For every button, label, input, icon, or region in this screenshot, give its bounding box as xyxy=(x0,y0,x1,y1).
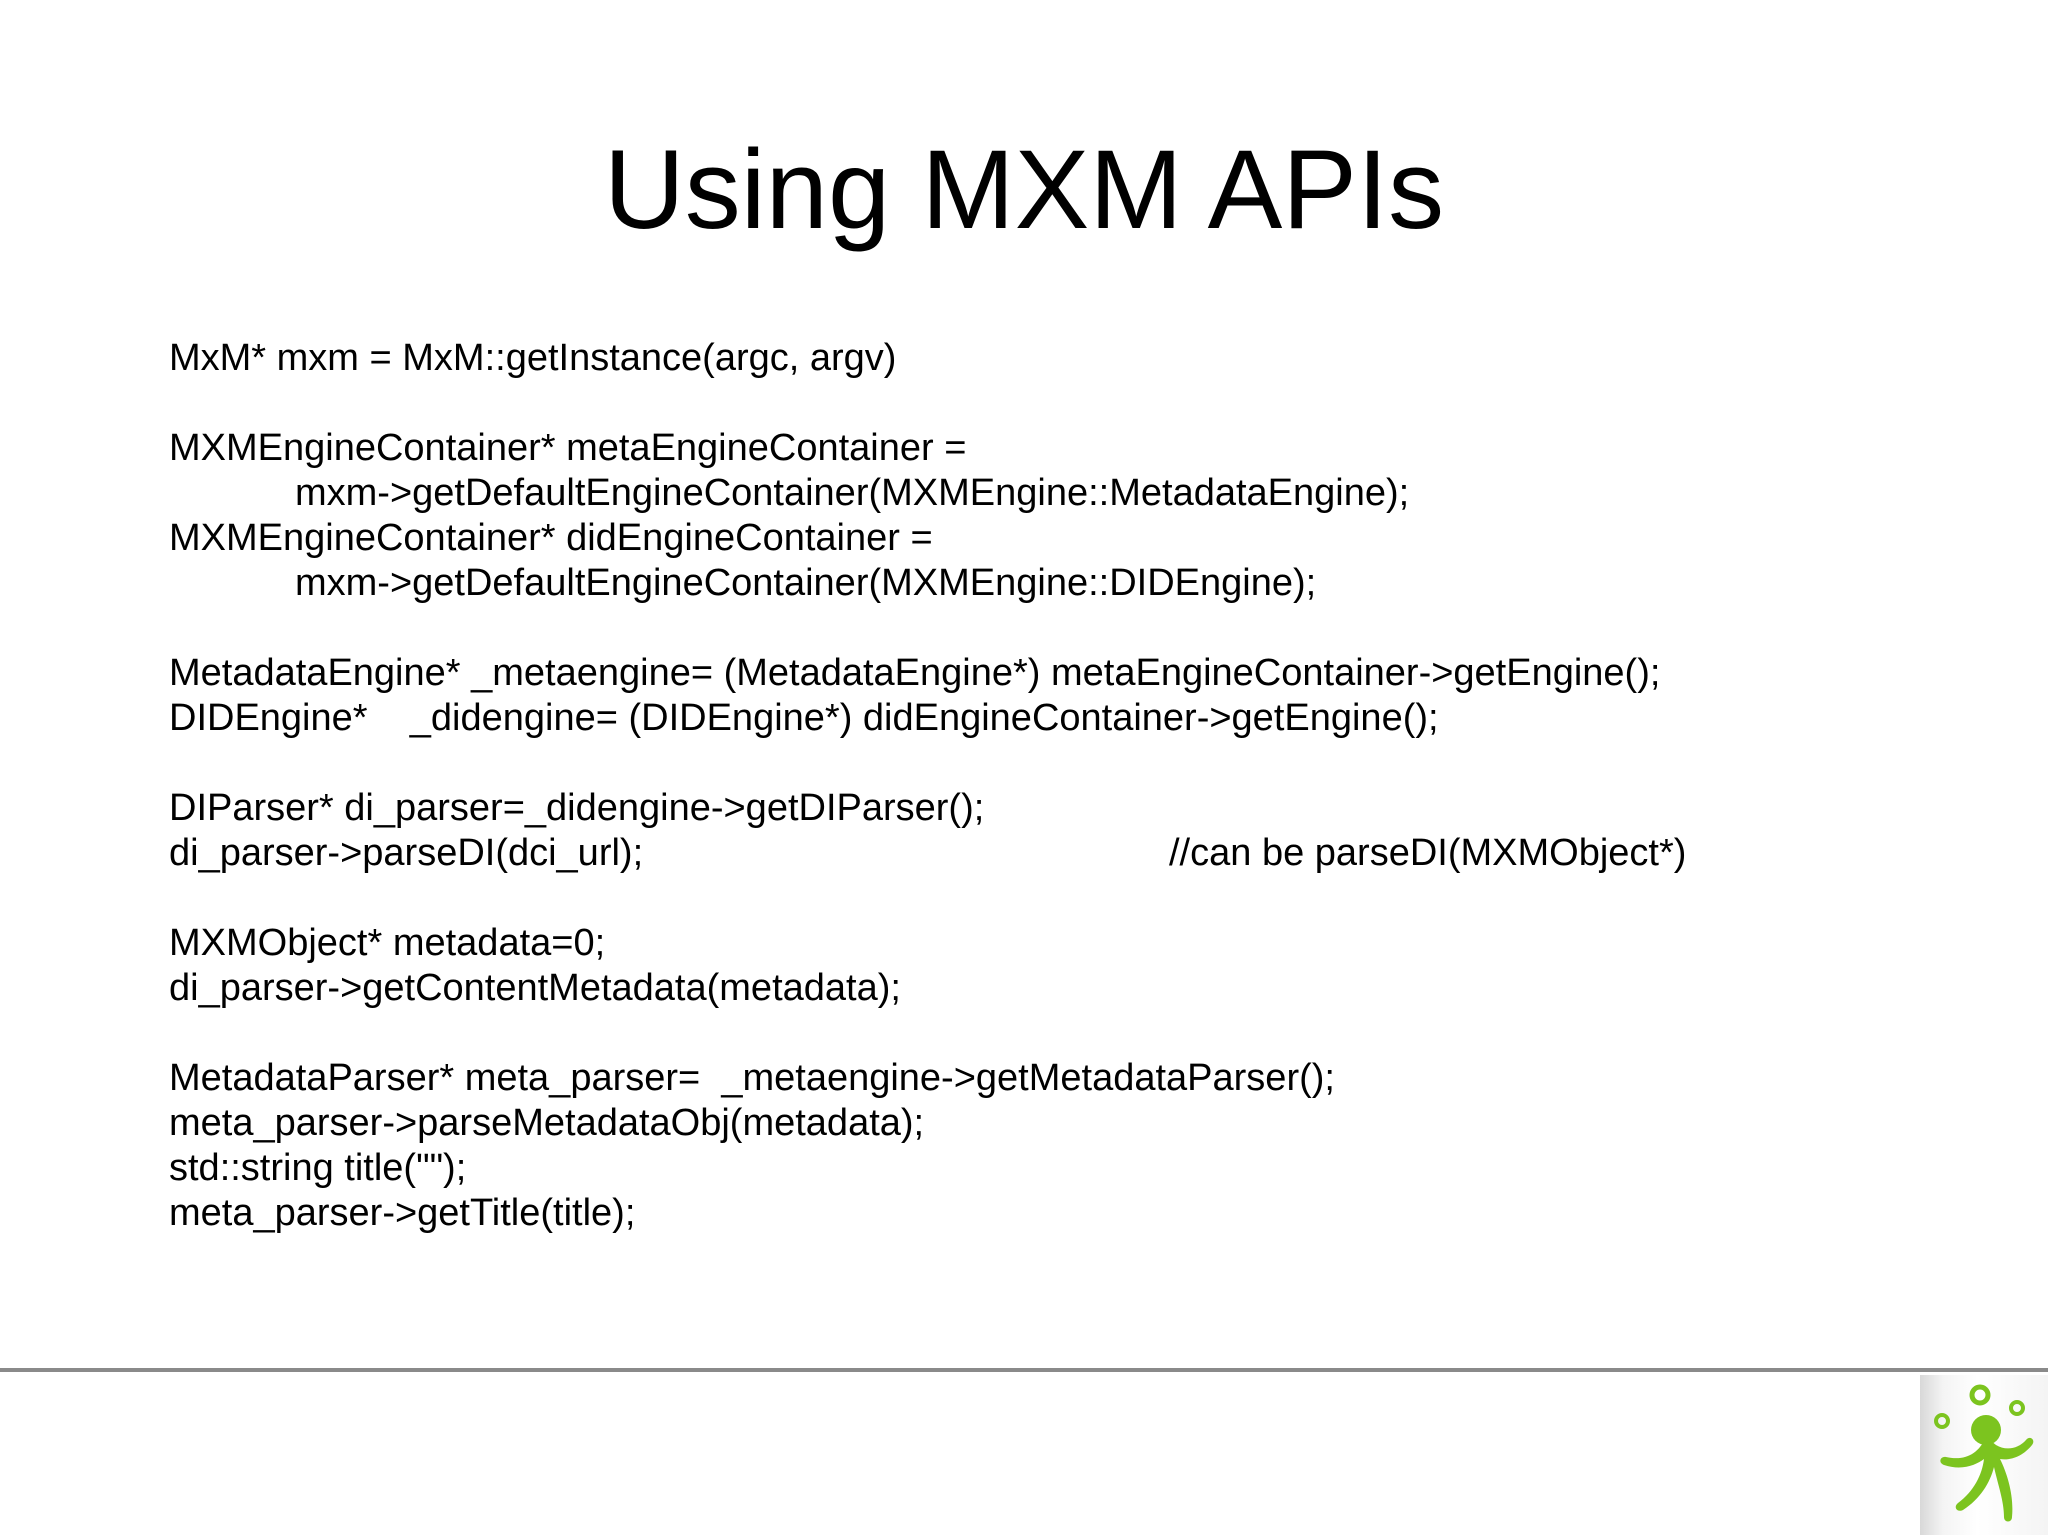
code-line: MxM* mxm = MxM::getInstance(argc, argv) xyxy=(169,336,1989,381)
code-line: MXMObject* metadata=0; xyxy=(169,921,1989,966)
code-text: mxm->getDefaultEngineContainer(MXMEngine… xyxy=(295,472,1410,514)
code-text: MXMObject* metadata=0; xyxy=(169,922,606,964)
code-blank-line xyxy=(169,1011,1989,1056)
code-line: di_parser->parseDI(dci_url); //can be par… xyxy=(169,831,1989,876)
code-line: MetadataParser* meta_parser= _metaengine… xyxy=(169,1056,1989,1101)
code-text: mxm->getDefaultEngineContainer(MXMEngine… xyxy=(295,562,1317,604)
code-text: meta_parser->parseMetadataObj(metadata); xyxy=(169,1102,925,1144)
code-blank-line xyxy=(169,876,1989,921)
code-line: std::string title(""); xyxy=(169,1146,1989,1191)
code-text: MXMEngineContainer* didEngineContainer = xyxy=(169,517,933,559)
logo xyxy=(1920,1375,2048,1535)
code-line: DIParser* di_parser=_didengine->getDIPar… xyxy=(169,786,1989,831)
code-blank-line xyxy=(169,606,1989,651)
code-text: MetadataParser* meta_parser= _metaengine… xyxy=(169,1057,1335,1099)
code-line: meta_parser->parseMetadataObj(metadata); xyxy=(169,1101,1989,1146)
code-line: di_parser->getContentMetadata(metadata); xyxy=(169,966,1989,1011)
code-line: mxm->getDefaultEngineContainer(MXMEngine… xyxy=(169,561,1989,606)
code-text: meta_parser->getTitle(title); xyxy=(169,1192,636,1234)
code-text: MXMEngineContainer* metaEngineContainer … xyxy=(169,427,967,469)
code-comment: //can be parseDI(MXMObject*) xyxy=(1169,832,1687,874)
code-text: MxM* mxm = MxM::getInstance(argc, argv) xyxy=(169,337,897,379)
code-blank-line xyxy=(169,741,1989,786)
code-text: di_parser->parseDI(dci_url); xyxy=(169,832,644,874)
code-line: DIDEngine* _didengine= (DIDEngine*) didE… xyxy=(169,696,1989,741)
code-line: MXMEngineContainer* metaEngineContainer … xyxy=(169,426,1989,471)
green-figure-logo-icon xyxy=(1934,1384,2034,1522)
code-line: meta_parser->getTitle(title); xyxy=(169,1191,1989,1236)
code-line: MetadataEngine* _metaengine= (MetadataEn… xyxy=(169,651,1989,696)
code-text: std::string title(""); xyxy=(169,1147,467,1189)
code-line: mxm->getDefaultEngineContainer(MXMEngine… xyxy=(169,471,1989,516)
code-text: DIParser* di_parser=_didengine->getDIPar… xyxy=(169,787,985,829)
code-text: DIDEngine* _didengine= (DIDEngine*) didE… xyxy=(169,697,1439,739)
code-text: MetadataEngine* _metaengine= (MetadataEn… xyxy=(169,652,1661,694)
slide-title: Using MXM APIs xyxy=(603,127,1445,252)
code-line: MXMEngineContainer* didEngineContainer = xyxy=(169,516,1989,561)
footer-divider xyxy=(0,1368,2048,1372)
code-blank-line xyxy=(169,381,1989,426)
code-block: MxM* mxm = MxM::getInstance(argc, argv)M… xyxy=(169,336,1989,1236)
code-text: di_parser->getContentMetadata(metadata); xyxy=(169,967,901,1009)
